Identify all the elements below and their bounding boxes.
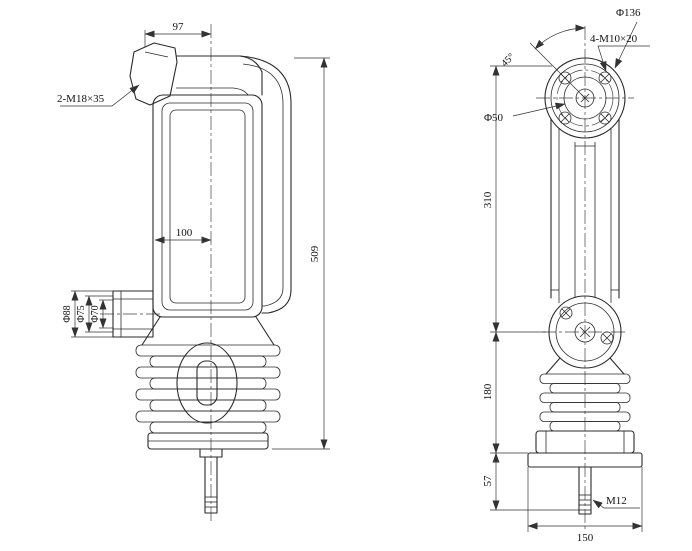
shaft-boss <box>100 290 163 338</box>
label-stem-thread: M12 <box>606 495 627 507</box>
pole-column <box>550 118 620 303</box>
dim-flange-dia: Φ136 <box>616 7 641 19</box>
dim-mid-width: 100 <box>176 227 193 239</box>
bellows-core <box>176 342 238 424</box>
pole-body-mid <box>161 102 254 311</box>
terminal-block <box>129 42 178 106</box>
bolt-hole <box>600 331 614 345</box>
bolt-hole <box>559 306 573 320</box>
bolt-hole <box>598 111 612 125</box>
dim-center-dia: Φ50 <box>484 112 504 124</box>
dim-top-width: 97 <box>173 21 185 33</box>
dim-stem-height: 57 <box>482 475 494 487</box>
bolt-hole <box>598 71 612 85</box>
terminal-edge <box>144 51 169 58</box>
right-view <box>527 26 643 530</box>
handle-loop-outer <box>239 55 292 314</box>
bellows <box>135 344 281 434</box>
handle-loop-inner <box>242 63 284 307</box>
right-view-dimensions: Φ136 4-M10×20 45° Φ50 310 180 57 M12 150 <box>482 7 650 544</box>
dim-base-width: 150 <box>577 532 594 544</box>
bellows-core-window <box>196 360 218 406</box>
pole-body-inner <box>169 109 246 304</box>
actuator-stem <box>199 448 223 514</box>
dim-boss-dia-inner: Φ70 <box>90 305 101 322</box>
top-cap-inner <box>176 87 249 96</box>
label-terminal-thread: 2-M18×35 <box>57 93 105 105</box>
rib-stack <box>539 373 631 432</box>
rib-transition <box>545 357 625 375</box>
dim-lower-height: 180 <box>482 383 494 400</box>
left-view-dimensions: 97 2-M18×35 100 509 Φ88 Φ75 Φ70 <box>57 21 330 450</box>
dim-boss-dia-mid: Φ75 <box>76 305 87 322</box>
left-view <box>100 24 292 524</box>
dim-boss-dia-outer: Φ88 <box>62 305 73 322</box>
lower-terminal-circle <box>548 295 622 369</box>
threaded-stem <box>578 466 592 515</box>
label-bolt-spec: 4-M10×20 <box>590 33 638 45</box>
pole-body-outer <box>152 94 263 318</box>
dim-upper-height: 310 <box>482 191 494 208</box>
dim-total-height: 509 <box>309 245 321 262</box>
bellows-transition <box>141 316 275 346</box>
top-flange-circle <box>544 57 626 139</box>
bolt-hole <box>558 111 572 125</box>
